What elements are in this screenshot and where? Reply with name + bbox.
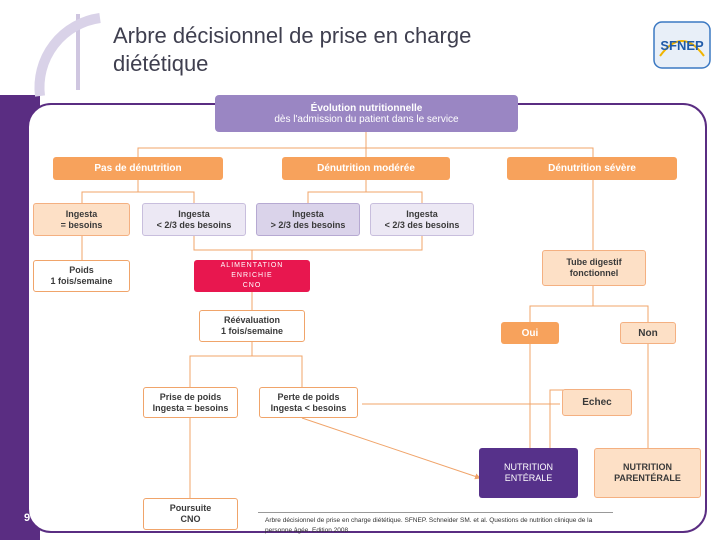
oui-label: Oui — [522, 328, 539, 339]
reference-divider — [258, 512, 613, 513]
poursuite-cno-node: Poursuite CNO — [143, 498, 238, 530]
perte-poids-node: Perte de poids Ingesta < besoins — [259, 387, 358, 418]
denutrition-moderee-node: Dénutrition modérée — [282, 157, 450, 180]
prise-poids-line1: Prise de poids — [160, 392, 222, 403]
tube-digestif-line1: Tube digestif — [566, 257, 621, 268]
poids-line2: 1 fois/semaine — [50, 276, 112, 287]
pas-denutrition-node: Pas de dénutrition — [53, 157, 223, 180]
alimentation-enrichie-node: ALIMENTATION ENRICHIE CNO — [194, 260, 310, 292]
denutrition-severe-node: Dénutrition sévère — [507, 157, 677, 180]
alimentation-line3: CNO — [243, 281, 262, 291]
denutrition-moderee-label: Dénutrition modérée — [317, 163, 415, 174]
ingesta-besoins-line2: = besoins — [61, 220, 103, 231]
ingesta-inf-a-node: Ingesta < 2/3 des besoins — [142, 203, 246, 236]
root-node: Évolution nutritionnelle dès l'admission… — [215, 95, 518, 132]
perte-poids-line2: Ingesta < besoins — [271, 403, 347, 414]
tube-digestif-node: Tube digestif fonctionnel — [542, 250, 646, 286]
root-line2: dès l'admission du patient dans le servi… — [274, 114, 458, 125]
perte-poids-line1: Perte de poids — [277, 392, 339, 403]
ingesta-sup-line2: > 2/3 des besoins — [271, 220, 346, 231]
prise-poids-node: Prise de poids Ingesta = besoins — [143, 387, 238, 418]
denutrition-severe-label: Dénutrition sévère — [548, 163, 636, 174]
nutrition-parenterale-line2: PARENTÉRALE — [614, 473, 681, 484]
poids-line1: Poids — [69, 265, 94, 276]
poursuite-cno-line1: Poursuite — [170, 503, 212, 514]
alimentation-line2: ENRICHIE — [231, 271, 272, 281]
echec-label: Echec — [582, 397, 611, 408]
nutrition-enterale-line1: NUTRITION — [504, 462, 553, 473]
reevaluation-node: Réévaluation 1 fois/semaine — [199, 310, 305, 342]
ingesta-besoins-node: Ingesta = besoins — [33, 203, 130, 236]
nutrition-enterale-node: NUTRITION ENTÉRALE — [479, 448, 578, 498]
ingesta-sup-node: Ingesta > 2/3 des besoins — [256, 203, 360, 236]
poids-node: Poids 1 fois/semaine — [33, 260, 130, 292]
page-number: 9 — [24, 512, 30, 524]
ingesta-sup-line1: Ingesta — [292, 209, 324, 220]
ingesta-inf-b-line2: < 2/3 des besoins — [385, 220, 460, 231]
nutrition-enterale-line2: ENTÉRALE — [505, 473, 553, 484]
ingesta-inf-b-line1: Ingesta — [406, 209, 438, 220]
tube-digestif-line2: fonctionnel — [570, 268, 619, 279]
ingesta-inf-a-line1: Ingesta — [178, 209, 210, 220]
non-node: Non — [620, 322, 676, 344]
echec-node: Echec — [562, 389, 632, 416]
ingesta-besoins-line1: Ingesta — [66, 209, 98, 220]
non-label: Non — [638, 328, 657, 339]
prise-poids-line2: Ingesta = besoins — [153, 403, 229, 414]
alimentation-line1: ALIMENTATION — [221, 261, 284, 271]
nutrition-parenterale-node: NUTRITION PARENTÉRALE — [594, 448, 701, 498]
pas-denutrition-label: Pas de dénutrition — [94, 163, 181, 174]
ingesta-inf-b-node: Ingesta < 2/3 des besoins — [370, 203, 474, 236]
poursuite-cno-line2: CNO — [181, 514, 201, 525]
nutrition-parenterale-line1: NUTRITION — [623, 462, 672, 473]
reference-text: Arbre décisionnel de prise en charge dié… — [265, 516, 615, 536]
root-line1: Évolution nutritionnelle — [311, 103, 423, 114]
ingesta-inf-a-line2: < 2/3 des besoins — [157, 220, 232, 231]
reevaluation-line1: Réévaluation — [224, 315, 280, 326]
oui-node: Oui — [501, 322, 559, 344]
reevaluation-line2: 1 fois/semaine — [221, 326, 283, 337]
